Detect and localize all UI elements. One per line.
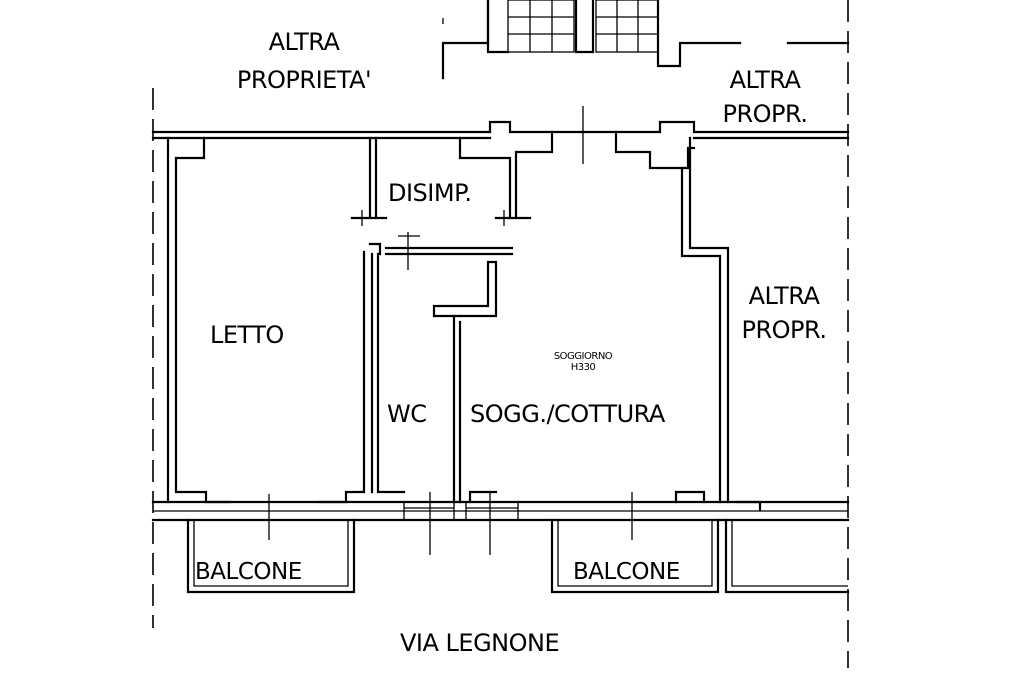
label-altra-propr-top-line2: PROPR. — [722, 100, 808, 128]
wc-walls — [370, 252, 498, 504]
balcony-neighbour — [724, 518, 850, 594]
hallway-walls — [350, 130, 554, 270]
label-soggiorno-note: SOGGIORNO H330 — [548, 352, 618, 373]
label-wc: WC — [387, 400, 427, 428]
label-altra-propr-top-line1: ALTRA — [729, 66, 801, 94]
label-disimpegno: DISIMP. — [388, 179, 472, 207]
label-letto: LETTO — [210, 321, 284, 349]
label-altra-propr-right: ALTRA PROPR. — [728, 284, 840, 342]
label-soggiorno-note-line2: H330 — [570, 362, 596, 373]
label-altra-proprieta-line2: PROPRIETA' — [236, 66, 372, 94]
balcony-left — [186, 518, 356, 594]
neighbour-stair-block — [441, 0, 850, 80]
top-exterior-wall — [151, 120, 850, 140]
label-street: VIA LEGNONE — [400, 629, 560, 657]
label-altra-proprieta-line1: ALTRA — [268, 28, 340, 56]
label-altra-propr-top: ALTRA PROPR. — [710, 68, 820, 126]
label-balcone-right: BALCONE — [573, 559, 680, 585]
label-soggiorno-cottura: SOGG./COTTURA — [470, 400, 665, 428]
balcony-right — [550, 518, 720, 594]
living-room-walls — [468, 106, 730, 555]
label-altra-proprieta: ALTRA PROPRIETA' — [214, 30, 394, 92]
label-altra-propr-right-line2: PROPR. — [741, 316, 827, 344]
label-altra-propr-right-line1: ALTRA — [748, 282, 820, 310]
front-exterior-wall — [151, 492, 850, 555]
right-neighbour-walls — [734, 500, 762, 512]
label-balcone-left: BALCONE — [195, 559, 302, 585]
label-soggiorno-note-line1: SOGGIORNO — [553, 351, 613, 362]
